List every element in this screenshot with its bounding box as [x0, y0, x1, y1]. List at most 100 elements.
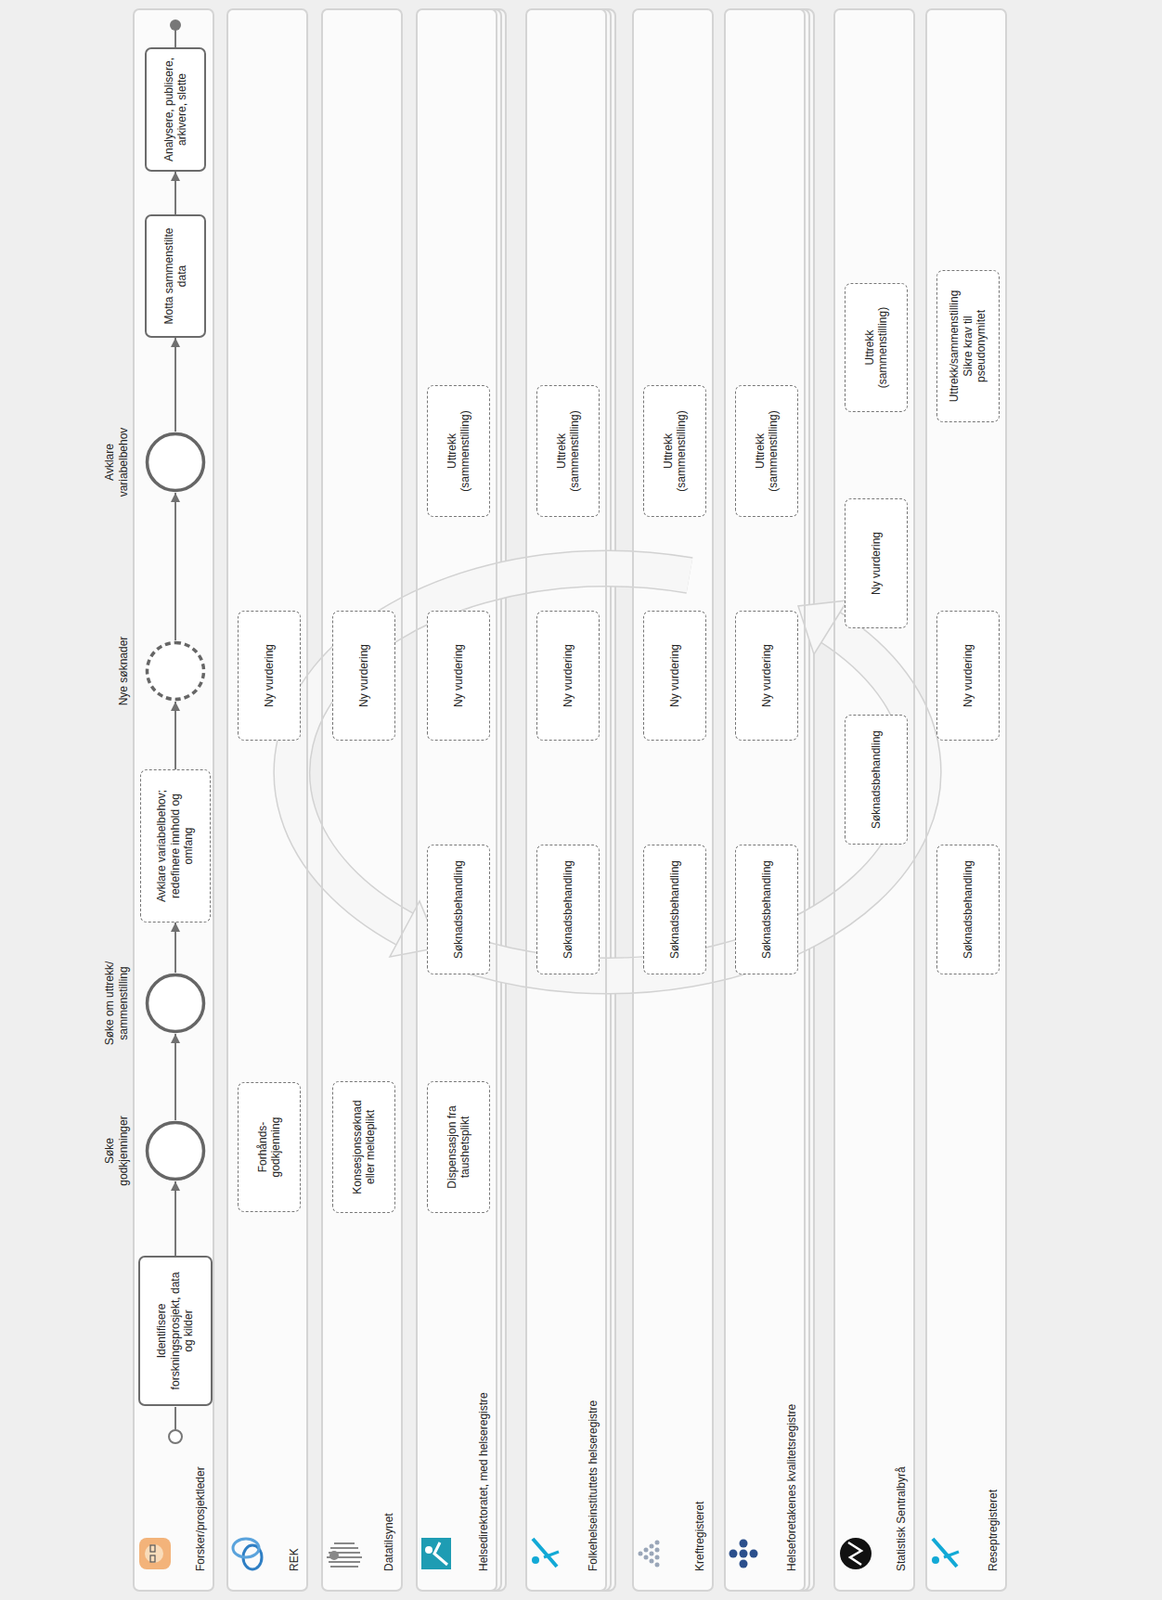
task-label: Avklare variabelbehov; redefinere innhol… — [151, 770, 199, 922]
researcher-icon — [139, 1537, 171, 1570]
task-label: Uttrekk (sammenstilling) — [859, 284, 894, 412]
start-event — [168, 1407, 182, 1444]
task-label: Identifisere forskningsprosjekt, data og… — [151, 1257, 199, 1405]
sequence-flow — [174, 171, 177, 215]
lane-fills — [133, 9, 1007, 1591]
lane-label: Reseptregisteret — [986, 1489, 1000, 1572]
swimlane: Statistisk SentralbyråSøknadsbehandlingN… — [833, 8, 916, 1592]
task-label: Ny vurdering — [664, 636, 685, 715]
task-box-dashed: Uttrekk (sammenstilling) — [643, 385, 707, 517]
task-label: Ny vurdering — [865, 524, 887, 603]
task-label: Forhånds- godkjenning — [252, 1097, 287, 1197]
task-label: Uttrekk (sammenstilling) — [749, 386, 785, 517]
event-circle-shape — [147, 975, 205, 1033]
cycle-arrow — [291, 568, 923, 976]
task-box-dashed: Uttrekk/sammenstilling Sikre krav til ps… — [936, 270, 1000, 423]
task-label: Konsesjonssøknad eller meldeplikt — [347, 1082, 382, 1213]
task-label: Uttrekk/sammenstilling Sikre krav til ps… — [943, 271, 992, 422]
event-circle-shape — [147, 643, 205, 700]
task-box-dashed: Søknadsbehandling — [735, 844, 799, 975]
task-box-dashed: Søknadsbehandling — [936, 844, 1000, 975]
swimlane: Reseptregisteret Søknadsbehandling Ny vurd… — [925, 8, 1008, 1592]
task-label: Analysere, publisere, arkivere, slette — [158, 49, 194, 170]
task-box-dashed: Søknadsbehandling — [536, 844, 600, 975]
lane-label: Forsker/prosjektleder — [193, 1466, 207, 1572]
task-label: Søknadsbehandling — [664, 852, 685, 967]
event-label: Søke godkjenninger — [103, 1104, 130, 1198]
task-label: Ny vurdering — [957, 636, 979, 715]
lane-label: REK — [287, 1548, 301, 1572]
event-circle-shape — [147, 434, 205, 491]
swimlane: Folkehelseinstituttets helseregistre Søkn… — [525, 8, 607, 1592]
task-label: Søknadsbehandling — [557, 852, 579, 967]
circle-outline — [144, 1120, 207, 1182]
circle-outline — [144, 640, 207, 702]
end-event — [169, 19, 181, 48]
task-box: Motta sammenstilte data — [144, 214, 207, 338]
task-box-dashed: Ny vurdering — [643, 610, 707, 741]
event-circle: Nye søknader — [144, 640, 207, 702]
task-label: Søknadsbehandling — [756, 852, 777, 967]
rek-icon — [232, 1538, 262, 1570]
helseforetak-icon — [729, 1539, 759, 1569]
task-box-dashed: Konsesjonssøknad eller meldeplikt — [332, 1081, 396, 1214]
sequence-flow — [174, 492, 177, 641]
swimlane: Datatilsynet Konsesjonssøknad eller melde… — [321, 8, 403, 1592]
task-box: Analysere, publisere, arkivere, slette — [144, 47, 207, 172]
lane-label: Datatilsynet — [382, 1512, 396, 1572]
task-label: Uttrekk (sammenstilling) — [658, 386, 693, 517]
task-label: Søknadsbehandling — [865, 723, 887, 837]
sequence-flow — [174, 922, 177, 973]
ssb-icon — [839, 1537, 872, 1570]
sequence-flow — [174, 1181, 177, 1256]
task-label: Søknadsbehandling — [448, 852, 469, 967]
event-label: Nye søknader — [116, 624, 130, 718]
swimlane: REK Forhånds- godkjenning Ny vurdering — [226, 8, 309, 1592]
task-label: Uttrekk (sammenstilling) — [551, 386, 586, 517]
event-label: Søke om uttrekk/ sammenstilling — [103, 956, 130, 1050]
sequence-flow — [174, 1033, 177, 1121]
task-box-dashed: Uttrekk (sammenstilling) — [536, 385, 600, 517]
sequence-flow — [174, 337, 177, 432]
task-label: Ny vurdering — [353, 636, 375, 715]
lane-label: Helseforetakenes kvalitetsregistre — [785, 1404, 799, 1572]
task-label: Uttrekk (sammenstilling) — [441, 386, 477, 517]
task-box-dashed: Ny vurdering — [536, 610, 600, 741]
task-box-dashed: Ny vurdering — [844, 498, 908, 629]
task-box-dashed: Dispensasjon fra taushetsplikt — [426, 1081, 491, 1214]
task-box-dashed: Avklare variabelbehov; redefinere innhol… — [140, 769, 211, 923]
swimlane: Kreftregisteret Søknadsbehandling Ny vurde… — [632, 8, 714, 1592]
fhi-icon — [531, 1538, 559, 1567]
task-box-dashed: Uttrekk (sammenstilling) — [844, 283, 908, 413]
circle-outline — [144, 972, 207, 1034]
task-label: Søknadsbehandling — [957, 852, 979, 967]
task-box-dashed: Ny vurdering — [936, 610, 1000, 741]
task-box-dashed: Søknadsbehandling — [426, 844, 491, 975]
task-box-dashed: Søknadsbehandling — [844, 714, 908, 845]
task-box-dashed: Søknadsbehandling — [643, 844, 707, 975]
swimlane: Helsedirektoratet, med helseregistre Disp… — [415, 8, 498, 1592]
event-circle: Søke godkjenninger — [144, 1120, 207, 1182]
task-label: Ny vurdering — [557, 636, 579, 715]
event-circle-shape — [147, 1123, 205, 1180]
lane-label: Folkehelseinstituttets helseregistre — [586, 1400, 600, 1572]
helsedirektoratet-icon — [421, 1537, 452, 1570]
task-box: Identifisere forskningsprosjekt, data og… — [138, 1255, 213, 1407]
event-circle: Avklare variabelbehov — [144, 431, 207, 493]
task-label: Motta sammenstilte data — [158, 216, 194, 336]
lane-label: Kreftregisteret — [693, 1501, 707, 1572]
kreftregisteret-icon — [638, 1540, 660, 1568]
task-label: Ny vurdering — [258, 636, 280, 715]
swimlane: Helseforetakenes kvalitetsregistre Søknad… — [723, 8, 806, 1592]
swimlane: Forsker/prosjektleder Identifisere forskn… — [132, 8, 215, 1592]
task-box-dashed: Uttrekk (sammenstilling) — [735, 385, 799, 517]
circle-outline — [144, 431, 207, 493]
task-box-dashed: Ny vurdering — [426, 610, 491, 741]
task-label: Dispensasjon fra taushetsplikt — [441, 1082, 477, 1213]
event-label: Avklare variabelbehov — [103, 415, 130, 509]
task-box-dashed: Ny vurdering — [332, 610, 396, 741]
task-box-dashed: Uttrekk (sammenstilling) — [426, 385, 491, 517]
lane-label: Helsedirektoratet, med helseregistre — [477, 1392, 491, 1572]
task-label: Ny vurdering — [448, 636, 469, 715]
